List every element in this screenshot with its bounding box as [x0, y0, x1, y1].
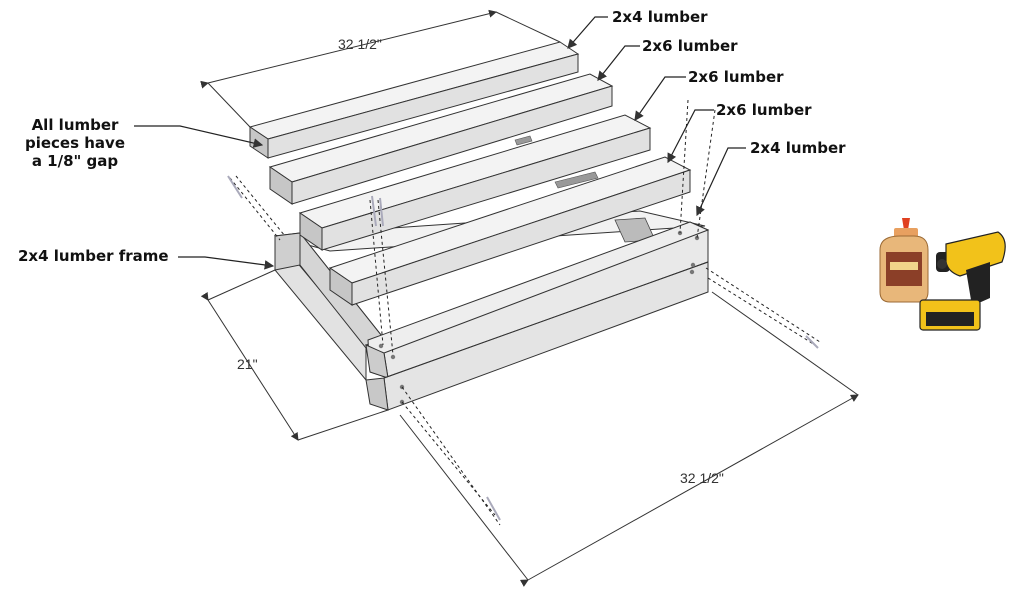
label-gap-note-line3: a 1/8" gap: [31, 152, 119, 170]
callout-leaders: [134, 16, 746, 270]
label-front-2x4: 2x4 lumber: [750, 139, 846, 157]
dimension-front-width: 32 1/2": [680, 470, 724, 486]
board-2x6-2: [268, 73, 614, 205]
screw-guides: [229, 99, 821, 526]
label-gap-note: All lumber pieces have a 1/8" gap: [14, 116, 136, 170]
screws: [227, 175, 819, 521]
label-board4-2x6: 2x6 lumber: [716, 101, 812, 119]
label-top-2x4: 2x4 lumber: [612, 8, 708, 26]
label-gap-note-line1: All lumber: [31, 116, 119, 134]
frame-front-board: [364, 221, 710, 411]
dimension-depth: 21": [237, 356, 258, 372]
wood-glue-bottle-icon: [879, 218, 929, 303]
board-2x6-4: [328, 156, 692, 306]
label-board2-2x6: 2x6 lumber: [642, 37, 738, 55]
label-frame: 2x4 lumber frame: [18, 247, 169, 265]
dimension-lines: [200, 9, 859, 587]
dimension-top-width: 32 1/2": [338, 36, 382, 52]
label-board3-2x6: 2x6 lumber: [688, 68, 784, 86]
label-gap-note-line2: pieces have: [24, 134, 126, 152]
board-2x6-3: [298, 114, 652, 251]
cordless-drill-icon: [919, 231, 1006, 331]
